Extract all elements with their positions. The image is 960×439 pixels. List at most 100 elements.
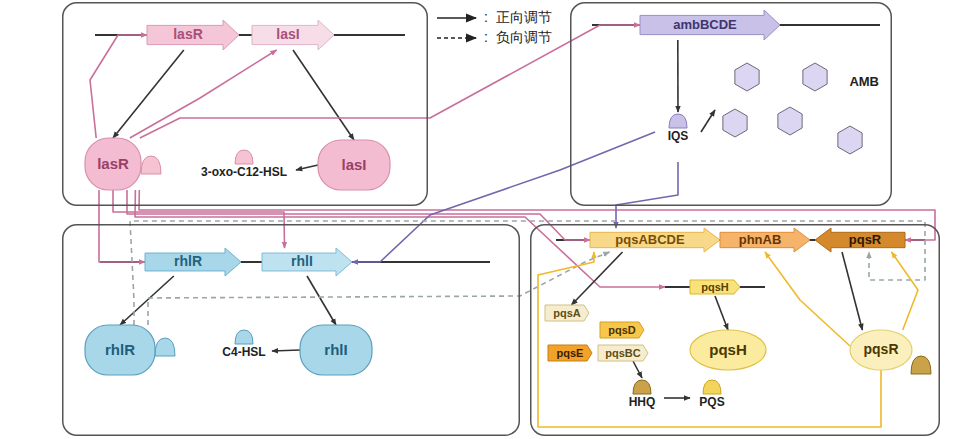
system-panel: rhlR rhlI rhlR rhlI C4-HSL xyxy=(62,224,520,436)
system-panel: ambBCDE IQS AMB xyxy=(570,2,892,206)
protein-shape: pqsR xyxy=(850,330,912,370)
regulation-arrow xyxy=(296,165,318,170)
gene-arrow-shape xyxy=(252,20,334,50)
hexagon-molecule xyxy=(723,109,747,137)
gene-arrow-shape xyxy=(262,248,352,276)
hexagon-molecule xyxy=(735,63,759,91)
gene-arrow: pqsH xyxy=(665,278,765,296)
hexagon-molecule xyxy=(838,126,862,154)
regulation-arrow xyxy=(272,350,300,351)
node-label: ambBCDE xyxy=(673,18,737,32)
protein-shape xyxy=(850,330,912,370)
protein-shape xyxy=(85,138,141,190)
regulation-arrow xyxy=(120,276,174,325)
legend-text: 负向调节 xyxy=(496,30,552,45)
ligand-shape xyxy=(633,380,651,394)
node-label: HHQ xyxy=(629,396,656,409)
panel-outline xyxy=(571,3,892,206)
gene-arrow: phnAB xyxy=(720,228,810,252)
protein-shape xyxy=(300,325,372,375)
node-label: lasR xyxy=(173,27,203,42)
legend-colon: : xyxy=(484,30,488,45)
node-label: lasR xyxy=(97,156,129,173)
ligand-shape xyxy=(235,150,253,164)
protein-shape xyxy=(318,140,390,190)
regulation-arrow xyxy=(90,35,147,138)
enzyme-tag-shape xyxy=(598,345,648,361)
node-label: AMB xyxy=(849,75,879,89)
node-label: pqsE xyxy=(557,347,584,359)
enzyme-tag: pqsBC xyxy=(598,345,648,361)
ligand-shape xyxy=(233,328,255,345)
node-label: pqsBC xyxy=(605,347,640,359)
node-label: pqsD xyxy=(608,324,636,336)
enzyme-tag-shape xyxy=(545,305,589,321)
node-label: IQS xyxy=(668,130,689,143)
ligand-shape xyxy=(701,378,723,395)
molecule-cluster: AMB xyxy=(715,55,885,165)
enzyme-tag: pqsD xyxy=(600,322,644,338)
regulation-arrow xyxy=(307,276,336,325)
regulation-arrow xyxy=(127,190,590,240)
gene-arrow: rhlI xyxy=(262,248,352,276)
legend-solid-sample xyxy=(437,17,476,19)
protein-shape: rhlI xyxy=(300,325,372,375)
regulation-arrow xyxy=(139,190,935,240)
gene-arrow-shape xyxy=(720,228,810,252)
enzyme-tag: pqsE xyxy=(548,345,592,361)
node-label: PQS xyxy=(699,396,724,409)
enzyme-tag: pqsA xyxy=(545,305,589,321)
protein-shape: lasR xyxy=(85,138,141,190)
protein-shape: pqsH xyxy=(690,330,766,370)
signal-molecule: HHQ xyxy=(620,378,664,418)
node-label: 3-oxo-C12-HSL xyxy=(201,166,287,179)
legend-dashed-sample xyxy=(437,37,476,39)
node-label: lasI xyxy=(341,157,366,174)
legend-text: 正向调节 xyxy=(496,10,552,25)
panel-outline xyxy=(63,3,428,206)
gene-arrow: lasR xyxy=(147,20,239,50)
panel-outline xyxy=(531,225,940,436)
regulation-arrow xyxy=(842,252,862,330)
regulation-arrow xyxy=(538,252,881,427)
signal-molecule: C4-HSL xyxy=(216,328,272,374)
enzyme-tag-shape xyxy=(600,322,644,338)
gene-arrow: rhlR xyxy=(145,248,241,276)
protein-shape: lasI xyxy=(318,140,390,190)
node-label: C4-HSL xyxy=(222,346,265,359)
node-label: pqsH xyxy=(701,281,729,293)
node-label: rhlR xyxy=(174,254,202,269)
gene-arrow: pqsABCDE xyxy=(590,228,720,252)
regulation-arrow xyxy=(715,296,728,330)
gene-arrow-shape xyxy=(640,10,780,40)
hexagon-molecule xyxy=(778,107,802,135)
gene-arrow: pqsR xyxy=(815,228,905,252)
panel-outline xyxy=(63,225,520,436)
system-panel: lasRlasIlasRlasI3-oxo-C12-HSL xyxy=(62,2,428,206)
ligand-shape xyxy=(669,114,687,128)
regulation-arrow xyxy=(293,50,354,140)
regulation-arrow xyxy=(130,221,925,325)
bound-ligand xyxy=(155,338,175,356)
signal-molecule: PQS xyxy=(690,378,734,418)
gene-arrow-shape xyxy=(815,228,905,252)
gene-arrow-shape xyxy=(147,20,239,50)
protein-shape: rhlR xyxy=(85,325,155,375)
regulation-arrow xyxy=(99,190,145,262)
signal-molecule: IQS xyxy=(655,112,701,162)
protein-shape xyxy=(85,325,155,375)
node-label: rhlI xyxy=(324,342,347,359)
regulation-arrow xyxy=(633,361,642,378)
node-label: pqsA xyxy=(553,307,581,319)
ligand-shape xyxy=(703,380,721,394)
node-label: phnAB xyxy=(739,233,782,247)
legend-colon: : xyxy=(484,10,488,25)
gene-arrow-shape xyxy=(690,280,740,294)
node-outline xyxy=(715,55,885,165)
node-label: pqsABCDE xyxy=(615,233,684,247)
regulation-arrow xyxy=(892,252,919,330)
hexagon-molecule xyxy=(803,63,827,91)
ligand-shape xyxy=(235,330,253,344)
